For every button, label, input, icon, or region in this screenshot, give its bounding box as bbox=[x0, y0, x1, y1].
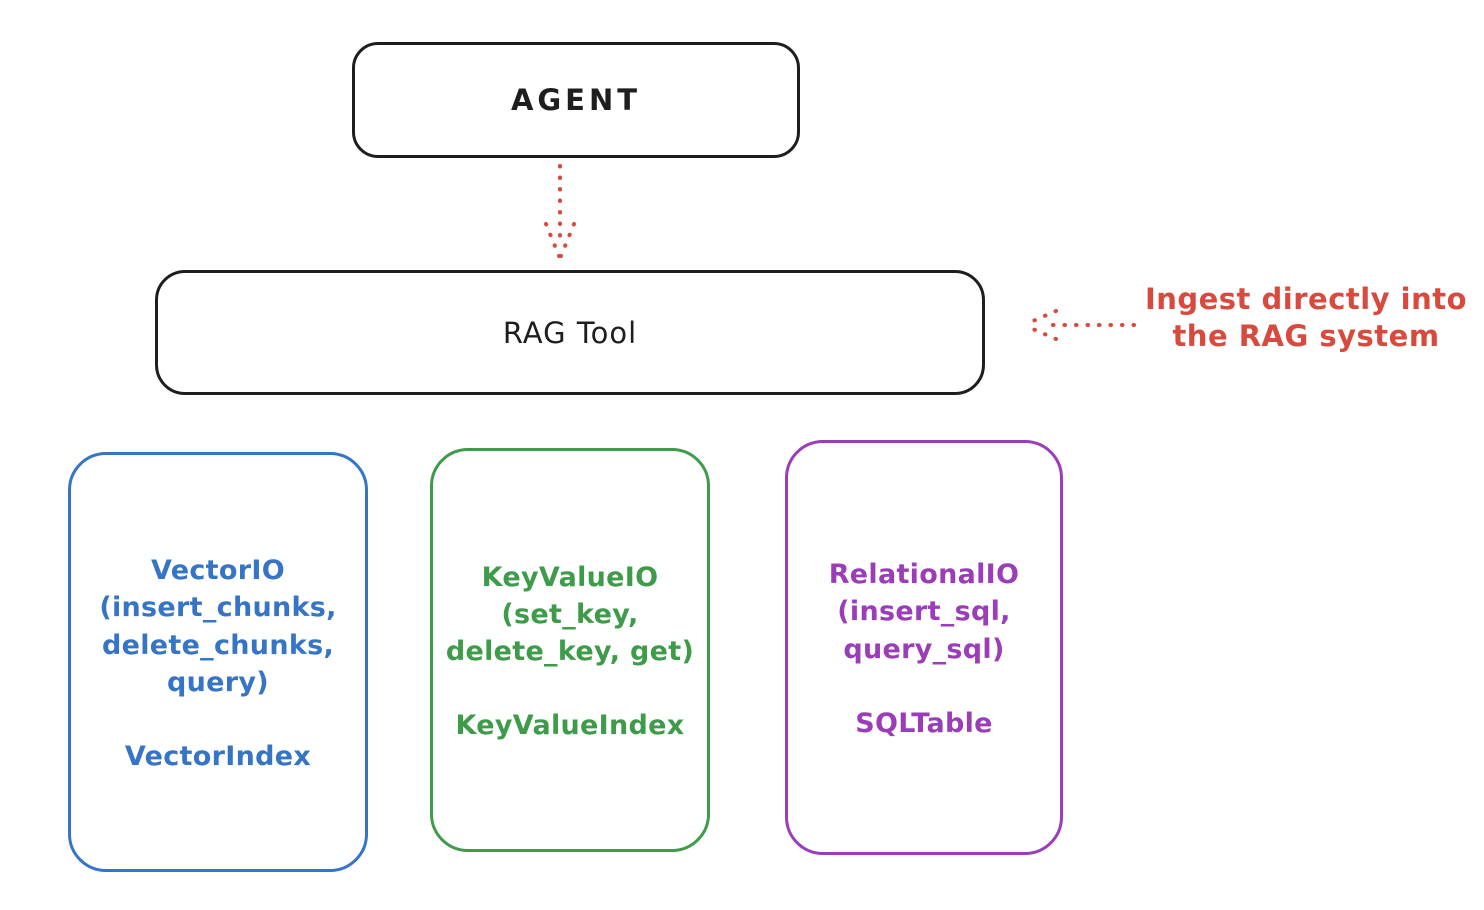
backend-node-relational-io: RelationalIO (insert_sql, query_sql) SQL… bbox=[785, 440, 1063, 855]
ingest-annotation-line2: the RAG system bbox=[1172, 318, 1440, 353]
backend-line: (insert_chunks, bbox=[99, 592, 337, 624]
backend-relational-io-lines: RelationalIO (insert_sql, query_sql) bbox=[829, 556, 1020, 668]
backend-line: delete_key, get) bbox=[445, 636, 695, 668]
rag-tool-node: RAG Tool bbox=[155, 270, 985, 395]
backend-line: query_sql) bbox=[843, 633, 1005, 665]
backend-node-key-value-io: KeyValueIO (set_key, delete_key, get) Ke… bbox=[430, 448, 710, 852]
backend-line: delete_chunks, bbox=[101, 629, 335, 661]
backend-line: query) bbox=[167, 666, 269, 698]
backend-line: RelationalIO bbox=[828, 559, 1020, 591]
backend-line: (set_key, bbox=[501, 598, 639, 630]
agent-node-label: AGENT bbox=[510, 83, 642, 117]
backend-node-vector-io: VectorIO (insert_chunks, delete_chunks, … bbox=[68, 452, 368, 872]
backend-line: (insert_sql, bbox=[837, 596, 1011, 628]
backend-key-value-io-lines: KeyValueIO (set_key, delete_key, get) bbox=[446, 559, 694, 671]
agent-node: AGENT bbox=[352, 42, 800, 158]
backend-vector-io-index-label: VectorIndex bbox=[124, 741, 312, 772]
backend-key-value-io-index-label: KeyValueIndex bbox=[455, 710, 685, 742]
backend-relational-io-index-label: SQLTable bbox=[855, 707, 993, 739]
backend-vector-io-lines: VectorIO (insert_chunks, delete_chunks, … bbox=[99, 552, 336, 701]
ingest-annotation: Ingest directly into the RAG system bbox=[1138, 281, 1474, 354]
ingest-annotation-line1: Ingest directly into bbox=[1144, 282, 1468, 316]
dotted-arrow-down-icon bbox=[544, 164, 576, 258]
dotted-arrow-left-icon bbox=[1024, 309, 1136, 341]
rag-tool-node-label: RAG Tool bbox=[502, 315, 638, 350]
backend-line: VectorIO bbox=[151, 555, 285, 586]
backend-line: KeyValueIO bbox=[481, 561, 659, 593]
